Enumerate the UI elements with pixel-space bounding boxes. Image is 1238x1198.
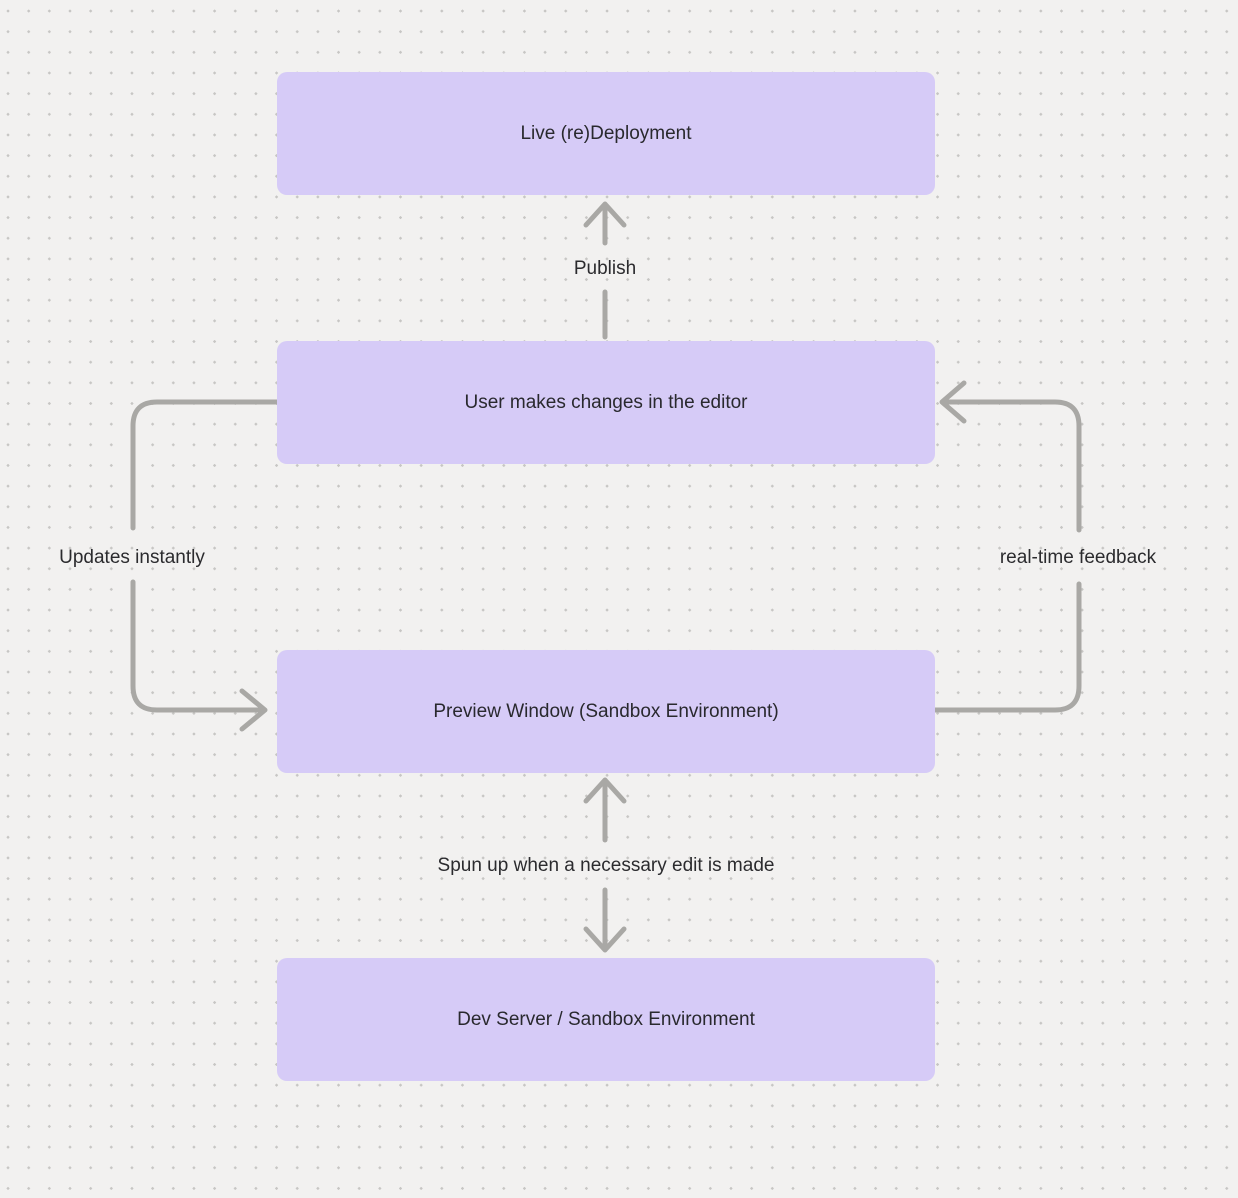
edge-realtime-feedback-arrow[interactable] [932, 380, 1082, 713]
node-preview-window[interactable]: Preview Window (Sandbox Environment) [277, 650, 935, 773]
edge-label-publish: Publish [573, 258, 637, 279]
node-dev-server-label: Dev Server / Sandbox Environment [457, 1008, 755, 1030]
edge-spun-up-arrow[interactable] [583, 777, 627, 953]
node-user-editor[interactable]: User makes changes in the editor [277, 341, 935, 464]
node-user-editor-label: User makes changes in the editor [464, 391, 748, 413]
edge-updates-instantly-arrow[interactable] [130, 399, 280, 732]
edge-label-realtime-feedback: real-time feedback [999, 547, 1157, 568]
edge-label-spun-up: Spun up when a necessary edit is made [437, 855, 775, 876]
edge-publish-arrow[interactable] [583, 201, 627, 340]
edge-label-updates-instantly: Updates instantly [59, 547, 205, 568]
node-preview-window-label: Preview Window (Sandbox Environment) [433, 700, 779, 722]
node-live-redeployment[interactable]: Live (re)Deployment [277, 72, 935, 195]
node-dev-server[interactable]: Dev Server / Sandbox Environment [277, 958, 935, 1081]
node-live-redeployment-label: Live (re)Deployment [520, 122, 692, 144]
